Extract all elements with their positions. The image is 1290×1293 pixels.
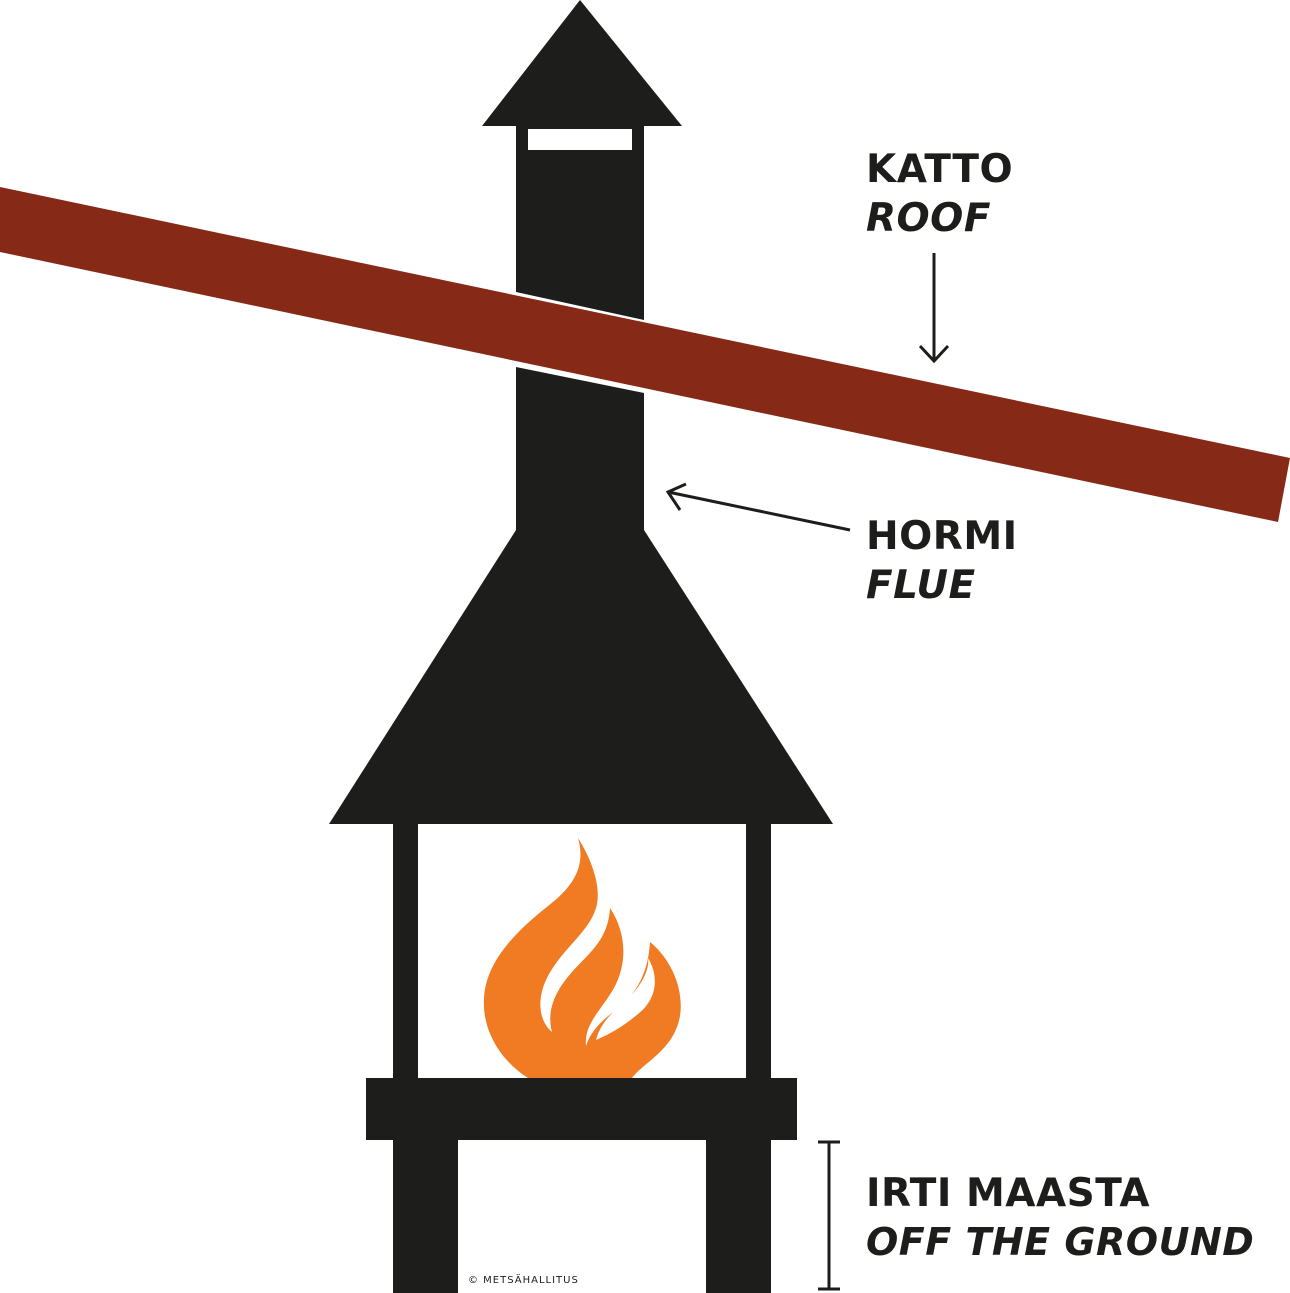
chimney-cap bbox=[482, 0, 682, 126]
left-pillar bbox=[393, 824, 418, 1078]
ground-label-english: OFF THE GROUND bbox=[866, 1220, 1255, 1264]
roof-label: KATTO ROOF bbox=[866, 150, 1013, 238]
left-leg bbox=[393, 1140, 458, 1293]
ground-label-finnish: IRTI MAASTA bbox=[866, 1171, 1151, 1216]
chimney-upper bbox=[516, 156, 644, 320]
flame bbox=[483, 838, 681, 1078]
roof-label-finnish: KATTO bbox=[866, 147, 1014, 192]
copyright-notice: © METSÄHALLITUS bbox=[468, 1275, 579, 1286]
roof-arrow-icon bbox=[918, 253, 950, 364]
height-bracket-icon bbox=[818, 1140, 840, 1291]
right-pillar bbox=[746, 824, 771, 1078]
roof-label-english: ROOF bbox=[866, 196, 991, 241]
roof-beam bbox=[0, 187, 1290, 522]
base-slab bbox=[366, 1078, 797, 1140]
flue bbox=[516, 367, 644, 530]
right-leg bbox=[706, 1140, 771, 1293]
flue-label-english: FLUE bbox=[866, 563, 976, 608]
hood bbox=[329, 530, 833, 824]
chimney-vent-opening bbox=[528, 129, 632, 150]
flame-cutout bbox=[596, 958, 655, 1040]
flue-arrow-icon bbox=[665, 482, 851, 532]
flue-label-finnish: HORMI bbox=[866, 514, 1018, 559]
flue-label: HORMI FLUE bbox=[866, 517, 1018, 605]
ground-label: IRTI MAASTA OFF THE GROUND bbox=[866, 1174, 1254, 1261]
